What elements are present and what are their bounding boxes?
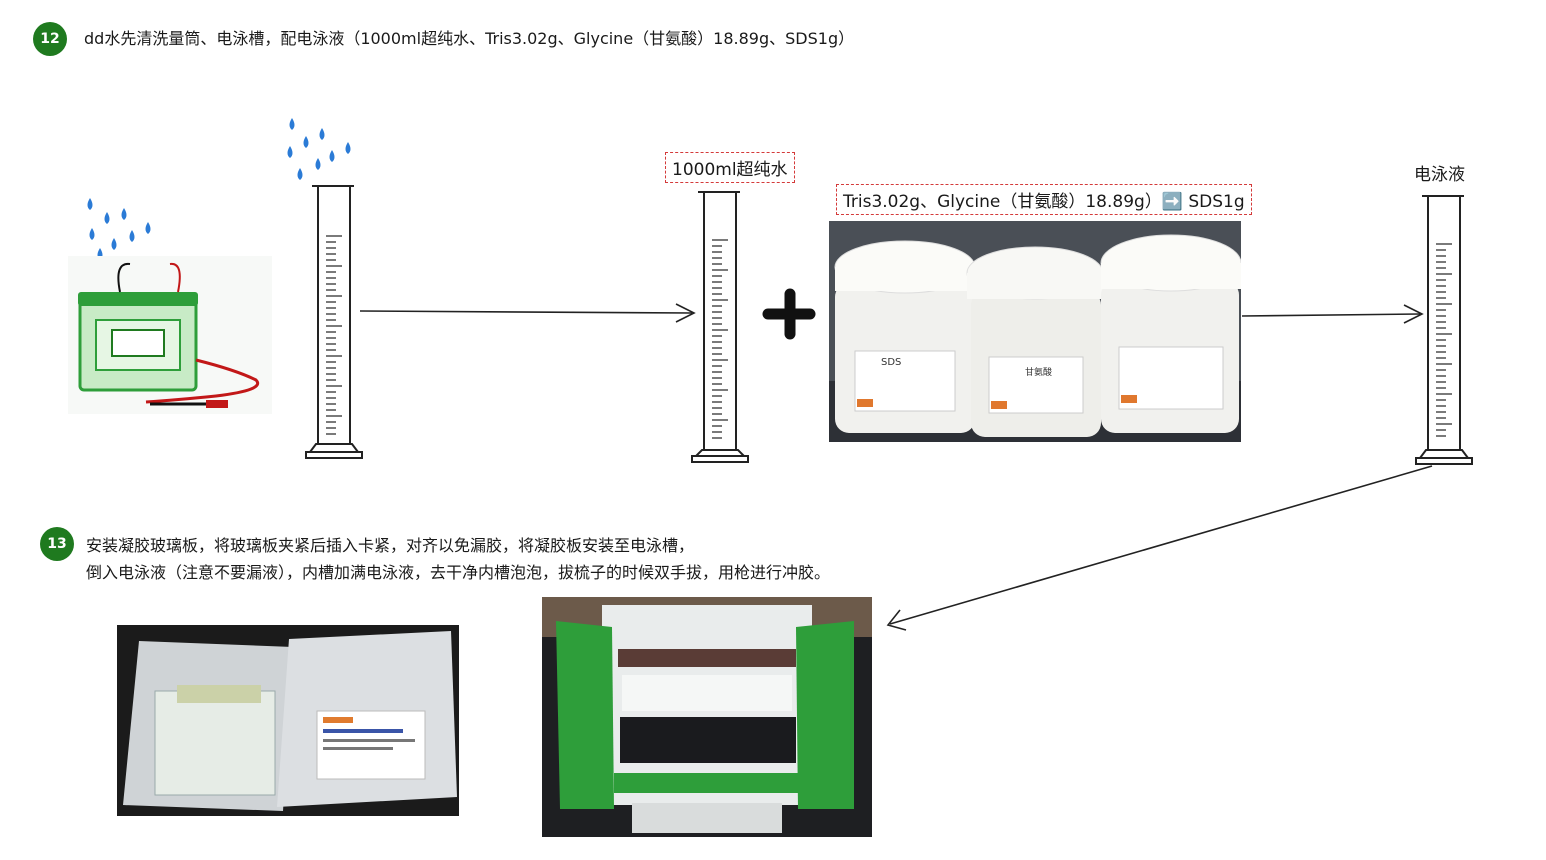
- bottle-label-sds: SDS: [881, 357, 902, 368]
- precast-gel-packs-photo: [117, 625, 459, 816]
- buffer-label: 电泳液: [1414, 165, 1465, 185]
- step-12-badge: 12: [33, 22, 67, 56]
- water-droplet-icon: [87, 198, 151, 260]
- graduated-cylinder-icon: [1415, 195, 1473, 465]
- reagent-bottle: [1100, 234, 1241, 433]
- arrow-icon: [1241, 304, 1424, 324]
- step-13-line-2: 倒入电泳液（注意不要漏液），内槽加满电泳液，去干净内槽泡泡，拔梳子的时候双手拔，…: [86, 563, 831, 582]
- graduated-cylinder-icon: [305, 185, 363, 459]
- water-droplet-icon: [287, 118, 351, 180]
- step-12-text: dd水先清洗量筒、电泳槽，配电泳液（1000ml超纯水、Tris3.02g、Gl…: [84, 29, 855, 48]
- step-13-line-1: 安装凝胶玻璃板，将玻璃板夹紧后插入卡紧，对齐以免漏胶，将凝胶板安装至电泳槽，: [86, 536, 695, 555]
- electrophoresis-tank-icon: [68, 256, 272, 414]
- reagent-bottles-photo: SDS 甘氨酸: [829, 221, 1241, 442]
- arrow-icon: [359, 303, 696, 323]
- water-volume-label: 1000ml超纯水: [665, 152, 795, 183]
- graduated-cylinder-icon: [691, 191, 749, 463]
- plus-icon: [762, 288, 816, 340]
- step-13-badge: 13: [40, 527, 74, 561]
- reagent-bottle: [966, 246, 1104, 437]
- reagent-bottle: [834, 240, 976, 433]
- gel-packs-image: [117, 625, 459, 816]
- gel-tank-image: [542, 597, 872, 837]
- gel-tank-assembly-photo: [542, 597, 872, 837]
- bottle-label-glycine: 甘氨酸: [1025, 368, 1053, 378]
- arrow-icon: [886, 465, 1433, 631]
- reagent-bottles-image: [829, 221, 1241, 442]
- reagents-label: Tris3.02g、Glycine（甘氨酸）18.89g）➡️ SDS1g: [836, 184, 1252, 215]
